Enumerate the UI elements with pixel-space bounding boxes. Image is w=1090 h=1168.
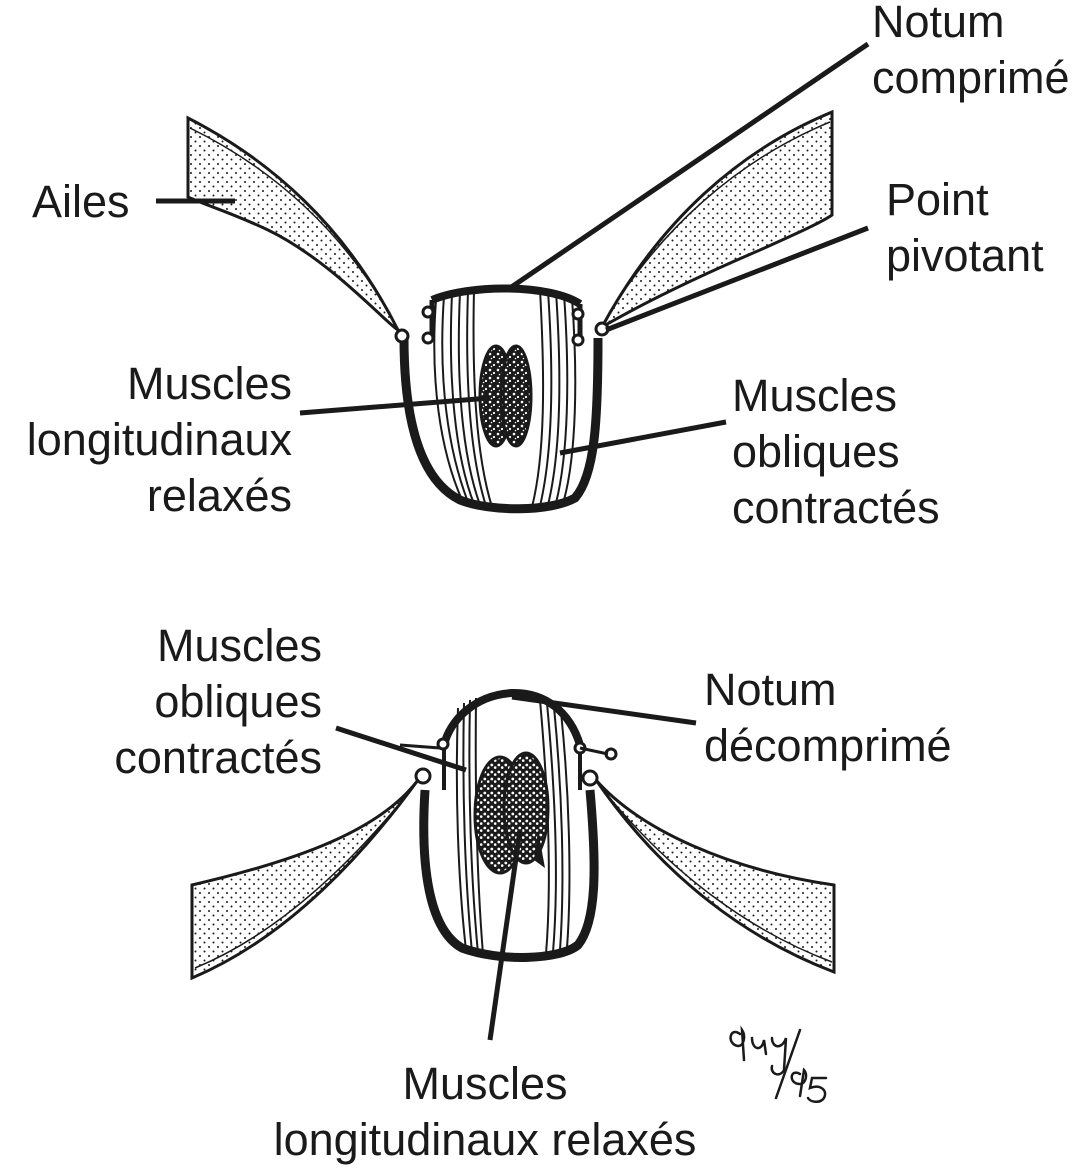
bottom-thorax (399, 688, 618, 962)
label-point-pivotant: Point pivotant (886, 174, 1044, 281)
bottom-longitudinal-muscle (473, 751, 550, 875)
top-thorax (394, 284, 610, 514)
label-ailes: Ailes (32, 176, 130, 227)
top-pivot-joints (394, 305, 610, 347)
top-oblique-muscle-left (433, 289, 493, 508)
leader-muscles-obliques-top (559, 419, 727, 456)
top-left-wing (186, 115, 402, 335)
top-longitudinal-muscle (478, 344, 533, 448)
leader-muscles-longitudinaux-bottom (487, 829, 523, 1041)
bottom-right-wing (594, 779, 836, 975)
bottom-left-wing (190, 779, 420, 981)
leader-point-pivotant (605, 225, 869, 333)
signature (729, 1025, 828, 1103)
label-muscles-longitudinaux-relaxes-top: Muscles longitudinaux relaxés (26, 358, 292, 521)
leader-muscles-obliques-bottom (335, 725, 467, 773)
top-leader-lines (156, 41, 870, 456)
leader-notum-comprime (508, 41, 870, 291)
top-right-wing (598, 109, 834, 331)
label-muscles-obliques-contractes-bottom: Muscles obliques contractés (114, 620, 322, 783)
label-muscles-longitudinaux-relaxes-bottom: Muscles longitudinaux relaxés (273, 1058, 697, 1165)
label-notum-comprime: Notum comprimé (872, 0, 1070, 103)
bottom-diagram (190, 688, 836, 1041)
label-notum-decomprime: Notum décomprimé (704, 664, 952, 771)
top-oblique-muscle-right (531, 289, 577, 508)
top-diagram (156, 41, 870, 514)
label-muscles-obliques-contractes-top: Muscles obliques contractés (732, 370, 940, 533)
bottom-oblique-muscle-right (539, 699, 571, 955)
leader-notum-decomprime (511, 694, 697, 726)
leader-muscles-longitudinaux-top (299, 395, 491, 416)
bottom-leader-lines (335, 694, 697, 1041)
